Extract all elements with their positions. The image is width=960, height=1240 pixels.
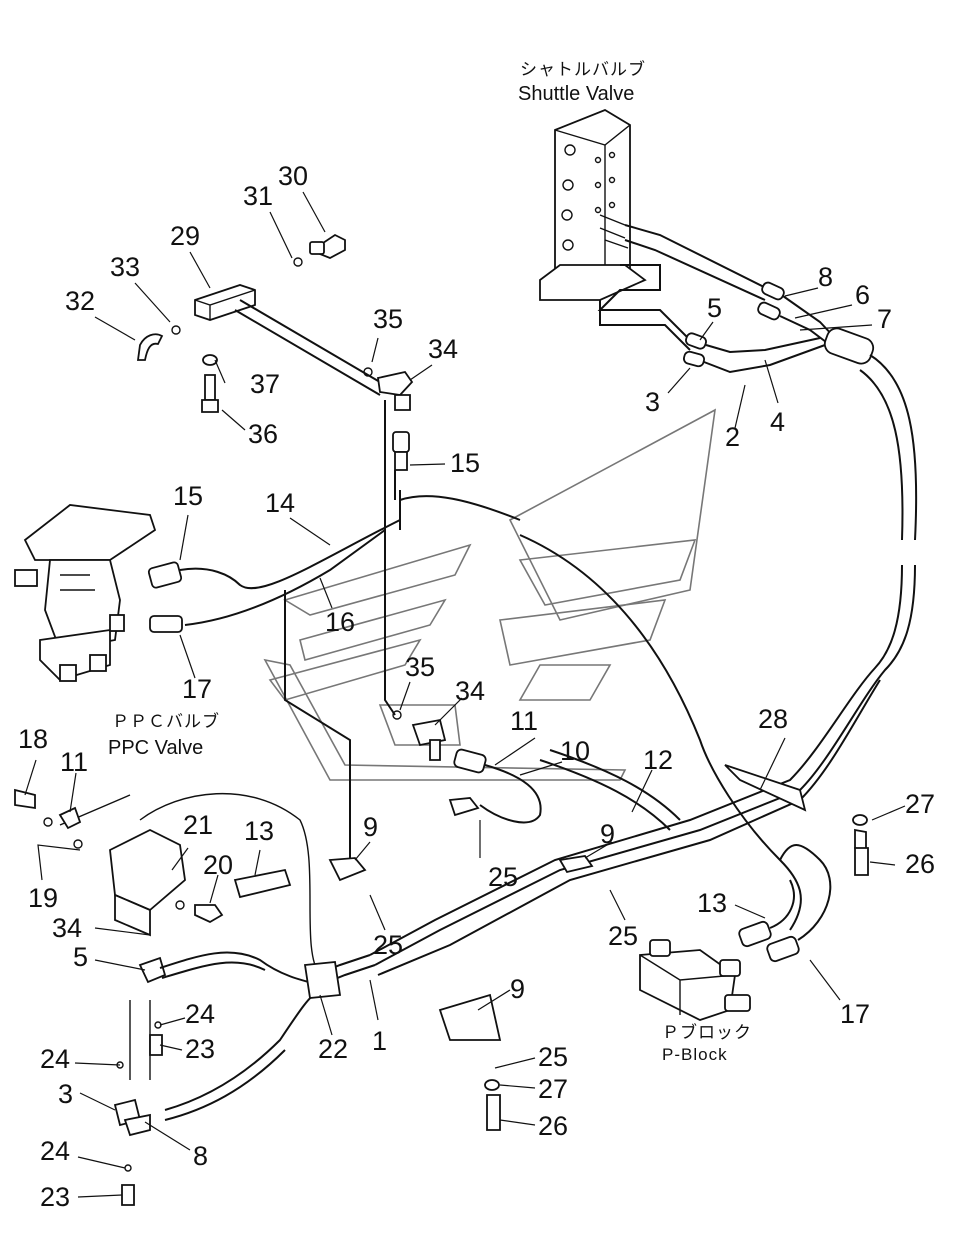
shuttle-valve-label-jp: シャトルバルブ [520, 59, 646, 80]
callout-11-left: 11 [60, 747, 88, 777]
ppc-valve [14, 788, 321, 1206]
callout-31: 31 [243, 181, 273, 211]
callout-6: 6 [855, 280, 870, 310]
callout-16: 16 [325, 607, 355, 637]
callout-10: 10 [560, 736, 590, 766]
callout-28: 28 [758, 704, 788, 734]
callout-7: 7 [877, 304, 892, 334]
callout-25-right: 25 [608, 921, 638, 951]
callout-11-middle: 11 [510, 706, 538, 736]
callout-9-lower: 9 [510, 974, 525, 1004]
callout-35: 35 [373, 304, 403, 334]
callout-24-b: 24 [40, 1044, 70, 1074]
callout-27-right: 27 [905, 789, 935, 819]
callout-15-left: 15 [173, 481, 203, 511]
callout-9-left: 9 [363, 812, 378, 842]
callout-3-upper: 3 [645, 387, 660, 417]
callout-30: 30 [278, 161, 308, 191]
callout-numbers: 30 31 29 33 32 35 34 37 36 15 15 14 16 1… [18, 161, 935, 1212]
leader-lines [24, 191, 906, 1198]
callout-17-right: 17 [840, 999, 870, 1029]
callout-24-c: 24 [40, 1136, 70, 1166]
hose-fittings-upper [683, 281, 875, 374]
shuttle-valve [539, 108, 647, 301]
callout-8-lower: 8 [193, 1141, 208, 1171]
callout-13-left: 13 [244, 816, 274, 846]
callout-29: 29 [170, 221, 200, 251]
callout-8-upper: 8 [818, 262, 833, 292]
middle-fittings [392, 710, 542, 824]
section-labels: シャトルバルブ Shuttle Valve ＰＰＣバルブ PPC Valve Ｐ… [108, 59, 752, 1064]
callout-9-middle: 9 [600, 819, 615, 849]
callout-19: 19 [28, 883, 58, 913]
callout-17-left: 17 [182, 674, 212, 704]
callout-21: 21 [183, 810, 213, 840]
p-block [639, 844, 832, 1021]
ppc-valve-label-en: PPC Valve [108, 737, 203, 759]
watermark-logo [263, 408, 717, 781]
callout-25-middle: 25 [488, 862, 518, 892]
callout-3-lower: 3 [58, 1079, 73, 1109]
shuttle-tubes [597, 224, 771, 351]
ppc-valve-label-jp: ＰＰＣバルブ [112, 711, 220, 732]
callout-12: 12 [643, 745, 673, 775]
callout-36: 36 [248, 419, 278, 449]
callout-15-upper: 15 [450, 448, 480, 478]
p-block-label-jp: Ｐブロック [662, 1022, 752, 1043]
callout-34: 34 [428, 334, 458, 364]
callout-32: 32 [65, 286, 95, 316]
callout-5-upper: 5 [707, 293, 722, 323]
callout-34-left: 34 [52, 913, 82, 943]
callout-2: 2 [725, 422, 740, 452]
callout-4: 4 [770, 407, 785, 437]
hose-12 [399, 495, 802, 931]
callout-26-right: 26 [905, 849, 935, 879]
hoses-14-16 [179, 400, 401, 860]
callout-25-lower: 25 [538, 1042, 568, 1072]
callout-33: 33 [110, 252, 140, 282]
callout-25-left: 25 [373, 930, 403, 960]
callout-35-lower: 35 [405, 652, 435, 682]
shuttle-valve-label-en: Shuttle Valve [518, 83, 634, 105]
callout-23-b: 23 [40, 1182, 70, 1212]
callout-20: 20 [203, 850, 233, 880]
callout-14: 14 [265, 488, 295, 518]
callout-23-a: 23 [185, 1034, 215, 1064]
callout-27-lower: 27 [538, 1074, 568, 1104]
callout-18: 18 [18, 724, 48, 754]
callout-26-lower: 26 [538, 1111, 568, 1141]
callout-34-lower: 34 [455, 676, 485, 706]
callout-1: 1 [372, 1026, 387, 1056]
callout-24-a: 24 [185, 999, 215, 1029]
callout-5-left: 5 [73, 942, 88, 972]
p-block-label-en: P-Block [662, 1045, 728, 1064]
callout-22: 22 [318, 1034, 348, 1064]
callout-37: 37 [250, 369, 280, 399]
callout-13-right: 13 [697, 888, 727, 918]
manifold-29 [136, 233, 414, 500]
ppc-pedal-valve [14, 504, 183, 682]
